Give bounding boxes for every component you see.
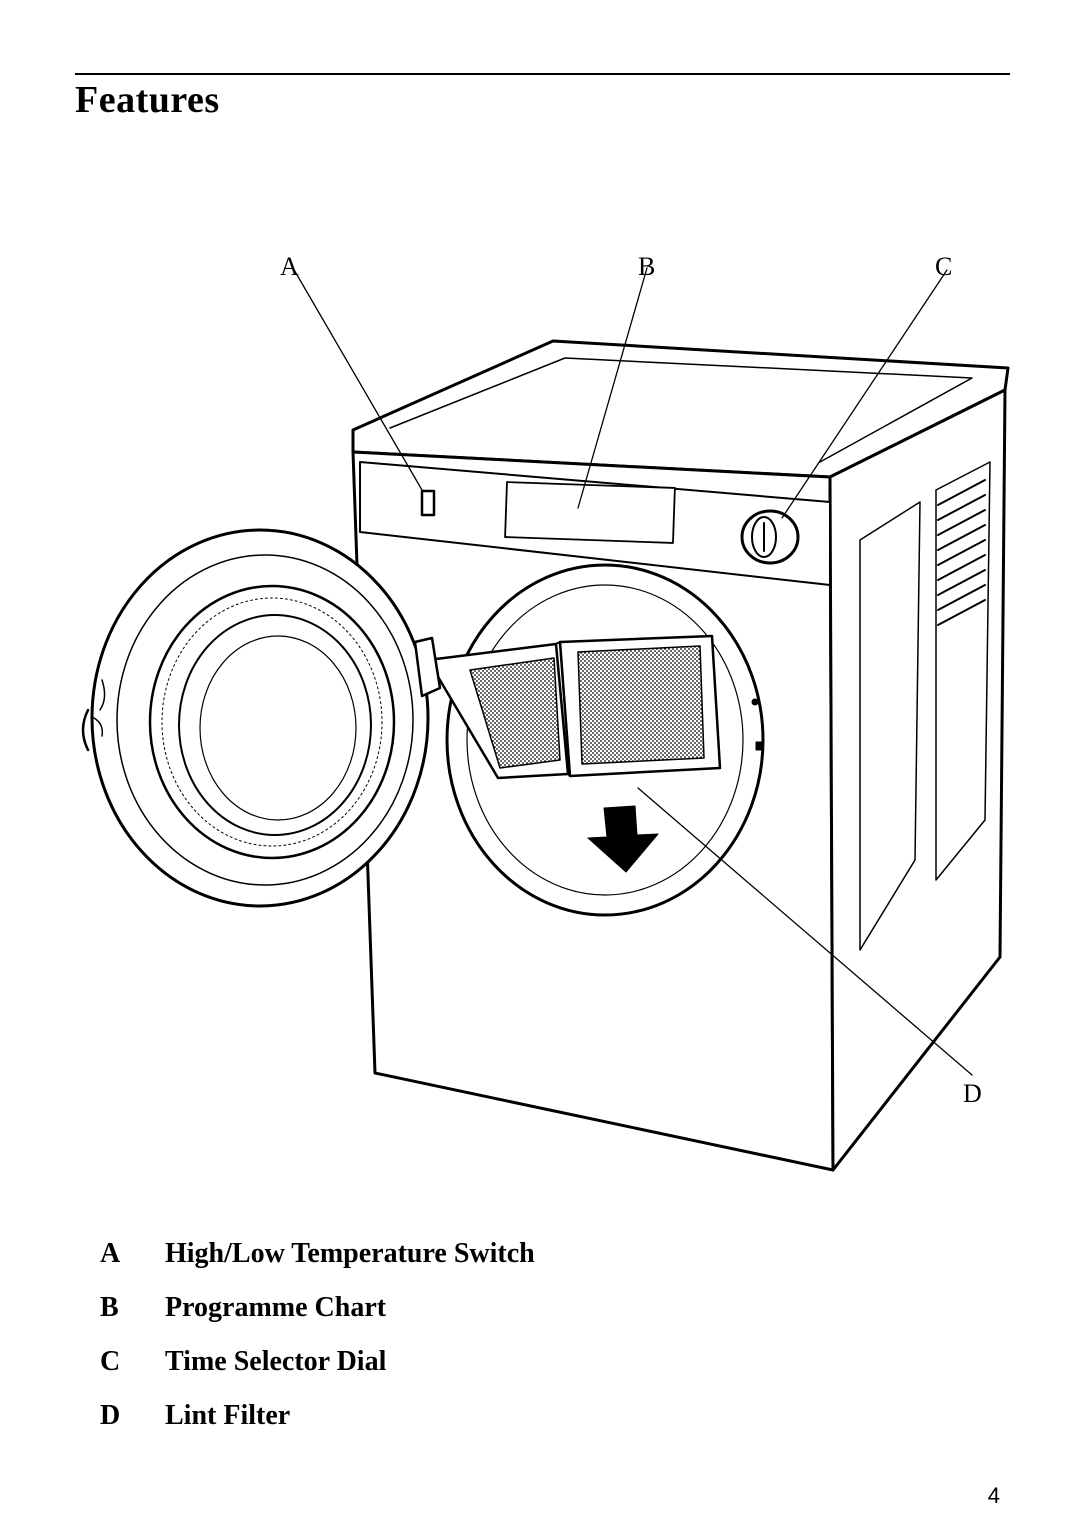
legend-label: Lint Filter <box>165 1400 291 1431</box>
legend-letter: B <box>100 1292 119 1323</box>
page-title: Features <box>75 79 220 121</box>
temperature-switch <box>420 489 436 517</box>
legend-label: Time Selector Dial <box>165 1346 387 1377</box>
callout-c: C <box>935 252 952 281</box>
leader-lines <box>292 267 973 1076</box>
lint-filter <box>426 634 722 780</box>
time-selector-dial <box>740 509 800 565</box>
legend-item-lint-filter: D Lint Filter <box>100 1400 800 1454</box>
callout-d: D <box>963 1079 982 1108</box>
side-vents <box>937 479 986 626</box>
programme-chart-window <box>504 481 676 544</box>
callout-a: A <box>280 252 299 281</box>
feature-legend: A High/Low Temperature Switch B Programm… <box>100 1238 800 1454</box>
legend-label: Programme Chart <box>165 1292 387 1323</box>
legend-label: High/Low Temperature Switch <box>165 1238 535 1269</box>
down-arrow-icon <box>587 805 659 873</box>
open-door <box>81 528 442 908</box>
top-rule <box>75 73 1010 75</box>
legend-item-temperature-switch: A High/Low Temperature Switch <box>100 1238 800 1292</box>
legend-letter: C <box>100 1346 121 1377</box>
cabinet-side <box>828 388 1007 1172</box>
legend-item-programme-chart: B Programme Chart <box>100 1292 800 1346</box>
page-number: 4 <box>987 1483 1000 1508</box>
legend-letter: A <box>100 1238 121 1269</box>
legend-letter: D <box>100 1400 121 1431</box>
tumble-dryer-illustration: A B C D <box>60 240 1040 1180</box>
callout-b: B <box>638 252 655 281</box>
legend-item-time-selector-dial: C Time Selector Dial <box>100 1346 800 1400</box>
